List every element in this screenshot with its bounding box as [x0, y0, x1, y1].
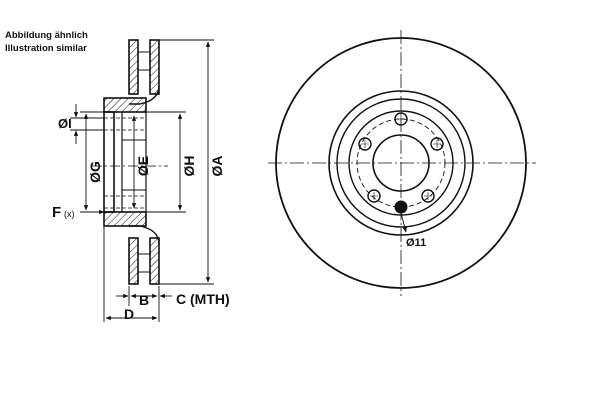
bolt-pitch-circle — [356, 118, 446, 208]
lower-outer-cheek — [128, 237, 139, 285]
bolt-hole — [367, 189, 381, 203]
fixing-hole-leader — [400, 212, 407, 233]
dimension-e-label: ØE — [135, 156, 151, 176]
fixing-hole — [394, 200, 408, 214]
disc-front-view — [268, 30, 536, 296]
dimension-c-label: C (MTH) — [176, 291, 230, 307]
dimension-g-label: ØG — [87, 161, 103, 183]
upper-outer-cheek — [128, 39, 139, 95]
friction-ring-inner-edge — [328, 90, 474, 236]
disc-outer-edge — [275, 37, 527, 289]
dimension-h-label: ØH — [181, 156, 197, 177]
hub-face-edge — [348, 110, 454, 216]
bolt-hole-diameter-label: Ø11 — [406, 237, 426, 249]
dimension-f-label: F — [52, 204, 61, 221]
caption-illustration-similar-english: Illustration similar — [5, 43, 87, 54]
dimension-f-subscript: (x) — [64, 209, 75, 219]
dimension-a-label: ØA — [209, 156, 225, 177]
dimension-d-label: D — [124, 306, 134, 322]
dimension-lines — [70, 39, 214, 322]
dimension-i-label: ØI — [58, 116, 72, 131]
disc-cross-section — [92, 39, 168, 285]
bolt-hole — [358, 137, 372, 151]
bolt-hole — [421, 189, 435, 203]
bolt-hole — [430, 137, 444, 151]
upper-inner-cheek — [149, 39, 160, 95]
dimension-b-label: B — [139, 292, 149, 308]
center-bore — [372, 134, 430, 192]
lower-inner-cheek — [149, 237, 160, 285]
hub-wall — [103, 111, 115, 213]
bolt-hole — [394, 112, 408, 126]
lower-hub-flange — [103, 211, 147, 227]
caption-illustration-similar-german: Abbildung ähnlich — [5, 30, 88, 41]
upper-hub-flange — [103, 97, 147, 113]
hat-outer-edge — [336, 98, 466, 228]
